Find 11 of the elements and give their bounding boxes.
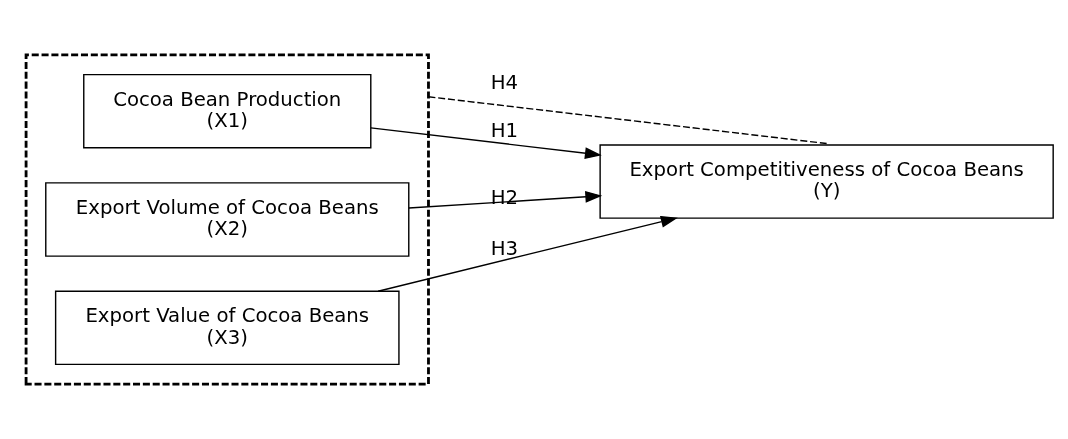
node-box: Export Value of Cocoa Beans (X3) [54,290,400,366]
node-box: Export Competitiveness of Cocoa Beans (Y) [599,144,1054,219]
connector [427,96,828,145]
edge-label: H4 [490,70,519,94]
cluster [24,53,430,386]
node-box: Cocoa Bean Production (X1) [83,73,372,149]
edge-label: H1 [490,118,519,142]
node-box: Export Volume of Cocoa Beans (X2) [45,182,410,257]
arrow [377,215,678,292]
arrow [370,127,602,160]
edge-label: H3 [490,236,519,260]
